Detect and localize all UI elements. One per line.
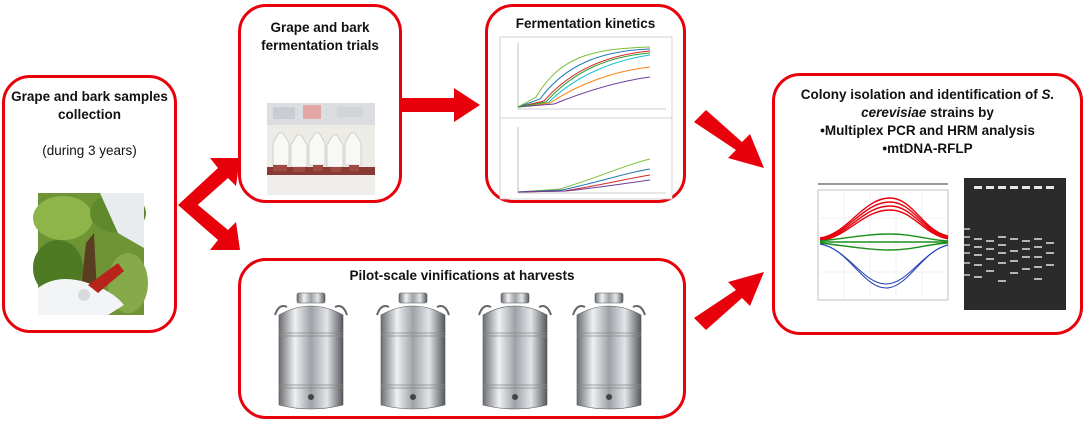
identification-box: Colony isolation and identification of S… [772, 73, 1083, 335]
trials-box: Grape and bark fermentation trials [238, 4, 402, 203]
collection-note: (during 3 years) [42, 143, 137, 158]
arrow-right [402, 88, 480, 122]
identification-title-line1: Colony isolation and identification of S… [800, 87, 1055, 102]
arrow-down-right [694, 110, 764, 168]
arrow-up-right [694, 272, 764, 330]
chart-hrm-curves [808, 176, 954, 310]
identification-bullet-pcr-hrm: •Multiplex PCR and HRM analysis [820, 123, 1035, 138]
trials-title-line2: fermentation trials [261, 38, 379, 53]
stainless-milk-can [478, 292, 552, 410]
identification-title-line2: cerevisiae strains by [861, 105, 994, 120]
photo-fermentation-flasks [267, 103, 375, 195]
kinetics-title: Fermentation kinetics [515, 16, 656, 31]
pilot-title: Pilot-scale vinifications at harvests [349, 268, 575, 283]
stainless-milk-can [376, 292, 450, 410]
double-arrow [178, 158, 240, 250]
trials-title-line1: Grape and bark [270, 20, 370, 35]
pilot-box: Pilot-scale vinifications at harvests [238, 258, 686, 419]
collection-title-line2: collection [57, 107, 121, 122]
identification-bullet-mtdna: •mtDNA-RFLP [882, 141, 973, 156]
gel-electrophoresis [964, 178, 1066, 310]
stainless-milk-can [572, 292, 646, 410]
stainless-milk-can [274, 292, 348, 410]
chart-fermentation-kinetics [499, 36, 673, 200]
collection-box: Grape and bark samples collection (durin… [2, 75, 177, 333]
kinetics-box: Fermentation kinetics [485, 4, 686, 203]
photo-grapevine-sampling [33, 193, 148, 315]
collection-title-line1: Grape and bark samples [11, 89, 168, 104]
